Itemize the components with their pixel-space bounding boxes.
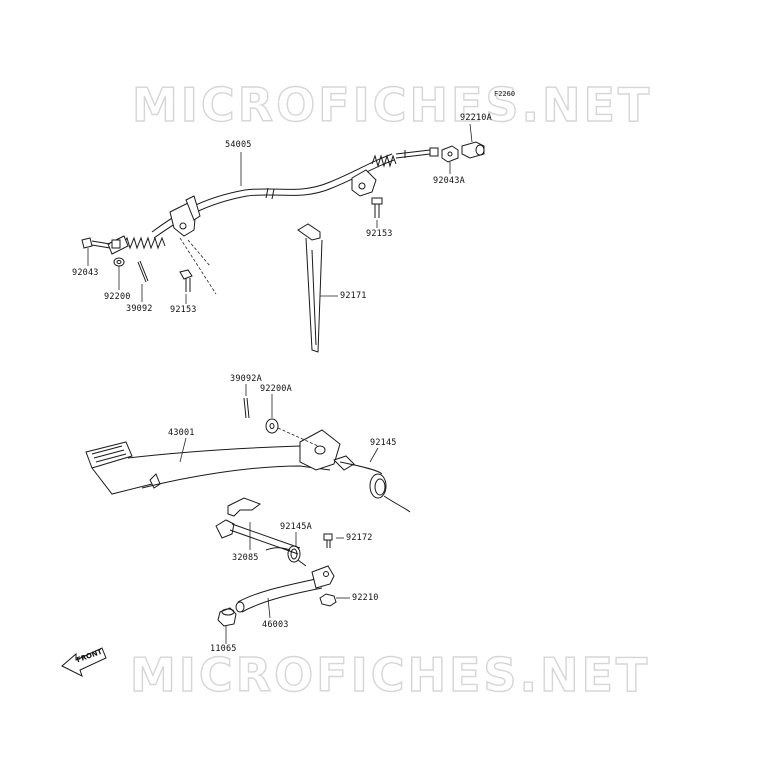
washer-92200 bbox=[113, 257, 125, 267]
label-92200: 92200 bbox=[104, 292, 131, 302]
pin-39092A bbox=[243, 397, 250, 419]
figure-code: F2260 bbox=[494, 90, 516, 98]
front-arrow-icon bbox=[61, 647, 107, 677]
label-11065: 11065 bbox=[210, 644, 237, 654]
label-92145: 92145 bbox=[370, 438, 397, 448]
bolt-92153-right bbox=[371, 197, 383, 218]
label-54005: 54005 bbox=[225, 140, 252, 150]
brake-cable bbox=[107, 147, 439, 255]
cable-tie-92171 bbox=[297, 223, 323, 353]
label-92153-right: 92153 bbox=[366, 229, 393, 239]
cotter-pin-39092 bbox=[137, 260, 149, 283]
label-92172: 92172 bbox=[346, 533, 373, 543]
spring-92145 bbox=[339, 461, 411, 513]
label-43001: 43001 bbox=[168, 428, 195, 438]
watermark-top: MICROFICHES.NET bbox=[131, 78, 653, 132]
label-39092: 39092 bbox=[126, 304, 153, 314]
cap-11065 bbox=[217, 607, 237, 627]
screw-92172 bbox=[323, 533, 333, 548]
label-46003: 46003 bbox=[262, 620, 289, 630]
label-92210: 92210 bbox=[352, 593, 379, 603]
nut-92210 bbox=[319, 593, 337, 607]
label-92171: 92171 bbox=[340, 291, 367, 301]
washer-92200A bbox=[265, 418, 279, 434]
label-92153-left: 92153 bbox=[170, 305, 197, 315]
leader-lines bbox=[87, 123, 473, 644]
label-39092A: 39092A bbox=[230, 374, 262, 384]
shaft-32085 bbox=[215, 497, 301, 555]
rod-46003 bbox=[235, 565, 335, 613]
bolt-92153-left bbox=[179, 269, 193, 292]
watermark-bottom: MICROFICHES.NET bbox=[129, 648, 651, 702]
label-92200A: 92200A bbox=[260, 384, 292, 394]
label-92043: 92043 bbox=[72, 268, 99, 278]
label-92043A: 92043A bbox=[433, 176, 465, 186]
spring-92145A bbox=[265, 545, 307, 567]
label-92210A: 92210A bbox=[460, 113, 492, 123]
label-92145A: 92145A bbox=[280, 522, 312, 532]
brake-pedal-43001 bbox=[85, 429, 355, 495]
adjuster-nut-92210A bbox=[441, 141, 485, 163]
bolt-92043 bbox=[81, 237, 111, 249]
label-32085: 32085 bbox=[232, 553, 259, 563]
